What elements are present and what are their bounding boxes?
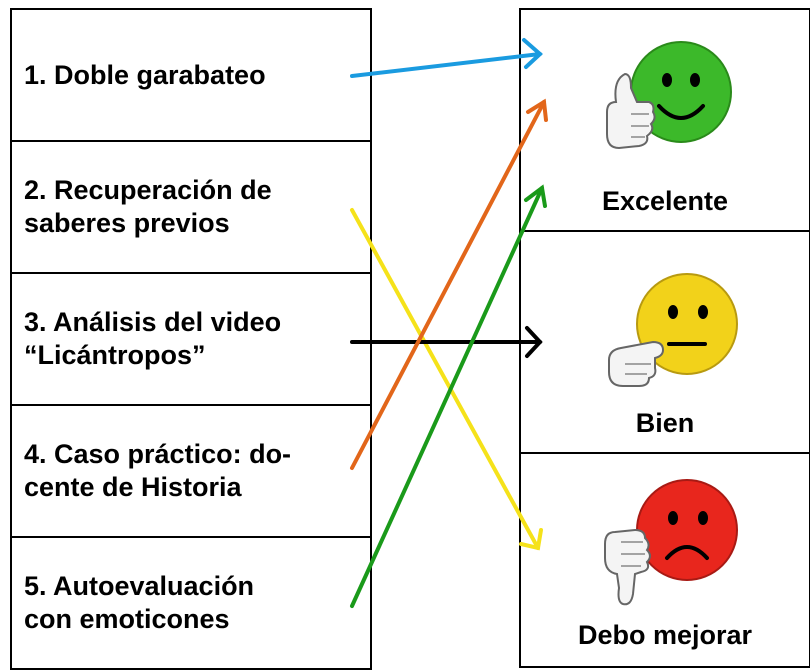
activity-label-1: 1. Doble garabateo bbox=[24, 59, 266, 90]
activity-box-2: 2. Recuperación de saberes previos bbox=[10, 140, 372, 274]
rating-label-debo-mejorar: Debo mejorar bbox=[577, 620, 753, 650]
arrow-3-to-bien bbox=[350, 326, 543, 358]
arrow-1-to-excelente bbox=[350, 38, 543, 78]
activity-label-5: 5. Autoevaluación con emoticones bbox=[24, 571, 255, 634]
activity-box-1: 1. Doble garabateo bbox=[10, 8, 372, 142]
activity-label-4: 4. Caso práctico: do- cente de Historia bbox=[24, 439, 292, 502]
rating-box-excelente: Excelente bbox=[519, 8, 810, 232]
arrow-4-to-excelente bbox=[350, 98, 548, 470]
activity-label-3: 3. Análisis del video “Licántropos” bbox=[24, 307, 282, 370]
thumbs-down-sad-icon bbox=[604, 479, 738, 606]
rating-box-bien: Bien bbox=[519, 230, 810, 454]
arrow-5-to-excelente bbox=[350, 184, 547, 608]
arrow-2-to-debo-mejorar bbox=[350, 208, 543, 551]
activity-label-2: 2. Recuperación de saberes previos bbox=[24, 175, 272, 238]
rating-box-debo-mejorar: Debo mejorar bbox=[519, 452, 810, 668]
thumbs-sideways-neutral-icon bbox=[608, 273, 738, 387]
activity-box-5: 5. Autoevaluación con emoticones bbox=[10, 536, 372, 670]
thumbs-up-smiley-icon bbox=[606, 41, 732, 150]
rating-label-excelente: Excelente bbox=[601, 186, 729, 216]
activity-box-4: 4. Caso práctico: do- cente de Historia bbox=[10, 404, 372, 538]
rating-label-bien: Bien bbox=[635, 408, 695, 438]
activity-box-3: 3. Análisis del video “Licántropos” bbox=[10, 272, 372, 406]
